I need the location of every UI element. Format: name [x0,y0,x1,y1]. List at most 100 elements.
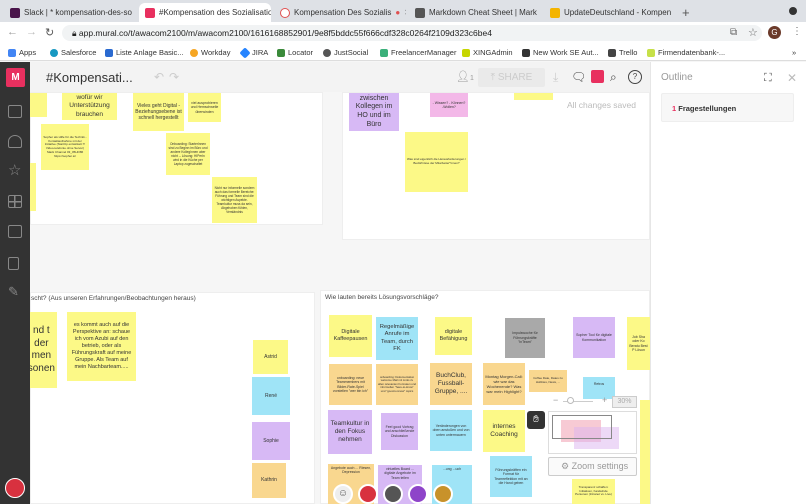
sticky-note[interactable]: - Wissen? - Können? -Wollen? [430,93,468,117]
zoom-level[interactable]: 30% [612,396,637,408]
outline-button-icon[interactable] [591,70,604,83]
sticky-note[interactable]: Was sind eigentlich die Herausforderunge… [405,132,468,192]
sticky-note-tool-icon[interactable] [8,105,22,118]
tab-update-deutschland[interactable]: UpdateDeutschland - Kompen✕ [544,3,676,22]
redo-icon[interactable]: ↷ [169,70,180,84]
bookmark-newwork[interactable]: New Work SE Aut... [522,48,599,57]
sticky-note-rene[interactable]: René [252,377,290,415]
outline-item[interactable]: 1 Fragestellungen [661,93,794,122]
sticky-note[interactable] [640,400,650,504]
browser-menu-icon[interactable] [789,7,797,15]
sticky-note[interactable]: Nicht nur informelle sondern auch das fo… [212,177,257,223]
frames-tool-icon[interactable] [8,195,22,208]
mural-logo[interactable]: M [6,68,25,87]
avatar-elephant[interactable] [433,484,453,504]
sticky-note[interactable]: Sopher Tool für digitale Kommunikation [573,317,615,358]
bookmark-apps[interactable]: Apps [8,48,36,57]
sticky-note[interactable] [30,163,36,211]
sticky-note[interactable]: zwischen Kollegen im HO und im Büro [349,93,399,131]
sticky-note[interactable]: digitale Befähigung [435,317,472,355]
bookmark-jira[interactable]: JIRA [239,46,268,59]
collaborators-icon[interactable]: 👤︎1 [456,71,474,83]
bookmark-locator[interactable]: Locator [277,48,313,57]
avatar-user-photo[interactable] [383,484,403,504]
sticky-note-sophie[interactable]: Sophie [252,422,290,460]
tab-kompensation[interactable]: Kompensation Des Sozialis●✕ [274,3,406,22]
bookmark-firmendatenbank[interactable]: Firmendatenbank-... [647,48,725,57]
close-tab-icon[interactable]: ✕ [404,8,406,17]
sticky-note[interactable]: Regelmäßige Anrufe im Team, durch FK [376,317,418,360]
sticky-note[interactable]: onboarding: Dokumentation welcome Mail m… [376,364,418,405]
zoom-out-button[interactable]: − [553,395,559,405]
minimap-viewport[interactable] [552,415,612,439]
sticky-note[interactable]: Impulswoche für Führungskräfte "inTeam" [505,318,545,358]
download-icon[interactable]: ⤓ [553,70,559,84]
zoom-slider[interactable] [563,401,593,402]
tab-mural[interactable]: #Kompensation des Sozialisatio✕ [139,3,271,22]
sticky-note[interactable]: onboarding: neue Teammembers mit Bilder-… [329,364,372,405]
bookmark-salesforce[interactable]: Salesforce [50,48,96,57]
undo-icon[interactable]: ↶ [154,70,165,84]
shapes-tool-icon[interactable] [8,135,22,148]
hand-tool-icon[interactable]: ✋︎ [527,411,545,429]
sticky-note[interactable]: Sopher als Hilfe für die Technik - Konta… [41,124,89,170]
help-icon[interactable]: ? [628,70,642,84]
user-avatar[interactable] [5,478,25,498]
sticky-note[interactable]: Coffee Date, Dates zu Hobbies, News, ... [529,370,567,392]
tab-markdown[interactable]: Markdown Cheat Sheet | Mark✕ [409,3,541,22]
zoom-settings-button[interactable]: ⚙ Zoom settings [548,457,637,476]
avatar-lion[interactable] [408,484,428,504]
comment-icon[interactable]: 🗨︎ [571,70,587,84]
pen-icon[interactable]: ✎ [8,284,19,299]
chrome-menu-icon[interactable]: ⋮ [792,26,802,37]
sticky-note[interactable]: BuchClub, Fussball-Gruppe, .... [430,363,472,405]
zoom-slider-handle[interactable] [567,397,574,404]
avatar-smiley[interactable]: ☺ [333,484,353,504]
sticky-note[interactable]: wofür wir Unterstützung brauchen [62,93,117,120]
close-tab-icon[interactable]: ✕ [675,8,676,17]
sticky-note[interactable]: Führungskräften ein Format für Teamrefle… [490,456,532,497]
bookmark-justsocial[interactable]: JustSocial [323,48,368,57]
image-icon[interactable] [8,225,22,238]
star-icon[interactable]: ☆ [8,162,22,179]
sticky-note[interactable]: viel ausprobieren und Hemschwelle überwi… [188,93,221,122]
present-icon[interactable]: ⛶ [764,72,772,84]
sticky-note-astrid[interactable]: Astrid [253,340,288,374]
bookmark-freelancermanager[interactable]: FreelancerManager [380,48,456,57]
import-icon[interactable] [8,257,19,270]
sticky-note[interactable] [30,93,47,117]
zoom-in-button[interactable]: + [602,395,608,405]
sticky-note[interactable]: Job Sha oder Ko Beratu Best P Lösun [627,317,650,370]
share-button[interactable]: ⤒ SHARE [478,68,545,87]
bookmark-liste[interactable]: Liste Anlage Basic... [105,48,184,57]
sticky-note[interactable]: Vieles geht Digital - Beziehungsebene is… [133,93,184,131]
sticky-note-kathrin[interactable]: Kathrin [252,463,286,498]
minimap[interactable] [548,411,637,454]
search-icon[interactable]: ⌕ [610,70,617,84]
sticky-note[interactable]: Montag Morgen-Call: wie war das Wochenen… [483,363,525,405]
back-icon[interactable]: ← [7,26,18,38]
close-icon[interactable]: ✕ [787,71,798,85]
bookmark-xingadmin[interactable]: XINGAdmin [462,48,513,57]
url-field[interactable]: 🔒︎ app.mural.co/t/awacom2100/m/awacom210… [62,25,762,41]
new-tab-button[interactable]: + [682,5,690,20]
translate-icon[interactable]: ⧉ [730,27,738,38]
bookmark-trello[interactable]: Trello [608,48,637,57]
reload-icon[interactable]: ↻ [45,27,55,39]
sticky-note[interactable]: Feel good Vortrag und anschließende Disk… [381,413,418,450]
profile-avatar[interactable]: G [768,26,781,39]
bookmark-workday[interactable]: Workday [190,48,230,57]
sticky-note[interactable] [514,93,553,100]
forward-icon[interactable]: → [26,26,37,38]
sticky-note[interactable]: es kommt auch auf die Perspektive an: sc… [67,312,136,381]
sticky-note[interactable]: Digitale Kaffeepausen [329,315,372,357]
tab-slack[interactable]: Slack | * kompensation-des-so✕ [4,3,136,22]
sticky-note[interactable]: Onboarding: StarterInnen sind zu Beginn … [166,133,210,175]
mural-title[interactable]: #Kompensati... [46,70,133,85]
sticky-note[interactable]: Teamkultur in den Fokus nehmen [328,410,372,454]
bookmarks-more[interactable]: » [792,48,797,57]
sticky-note[interactable]: Retros [583,377,615,399]
bookmark-star-icon[interactable]: ☆ [748,27,758,39]
sticky-note[interactable]: internes Coaching [483,410,525,452]
avatar-robot[interactable] [358,484,378,504]
